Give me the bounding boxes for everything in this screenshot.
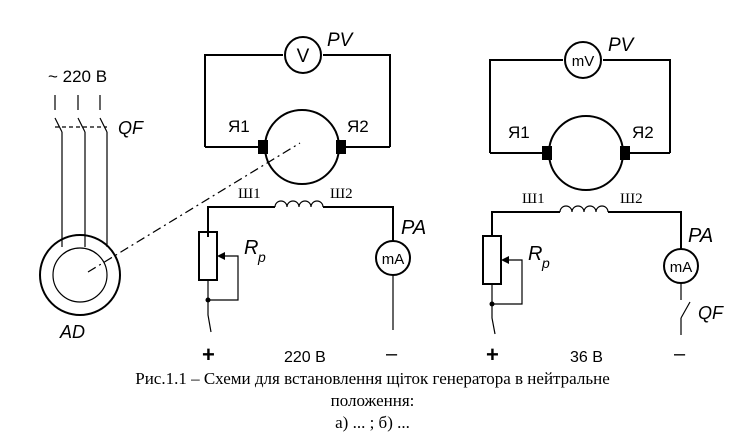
c1-terminal-sh1: Ш1 [238, 186, 261, 202]
c2-terminal-sh1: Ш1 [522, 191, 545, 207]
circuit-2: mV PV Я1 Я2 Ш1 Ш2 R p + mA PA QF – [482, 35, 724, 367]
c1-terminal-ya2: Я2 [347, 117, 369, 136]
figure-caption: Рис.1.1 – Схеми для встановлення щіток г… [0, 368, 745, 412]
c1-rheostat [198, 231, 218, 281]
induction-motor-group: ~ 220 В QF AD [39, 67, 301, 342]
c1-brush-left [258, 140, 268, 154]
shaft-coupling-line [87, 142, 301, 273]
c2-ammeter-symbol: mA [670, 259, 693, 276]
c1-voltmeter-label: PV [327, 30, 355, 51]
caption-line-2: положення: [330, 391, 415, 410]
c1-terminal-ya1: Я1 [228, 117, 250, 136]
c1-plus-wire [207, 300, 212, 333]
c1-field-winding [274, 200, 324, 208]
c2-rheostat-sub: p [541, 255, 550, 271]
c2-switch-label: QF [698, 303, 724, 323]
c2-minus: – [674, 343, 686, 365]
c1-rheostat-label: R [244, 237, 258, 259]
c1-brush-right [336, 140, 346, 154]
c2-voltmeter-wire-left [489, 59, 563, 153]
c2-millivoltmeter [564, 41, 602, 79]
c1-voltmeter-symbol: V [297, 46, 310, 67]
c1-field-wire-right [323, 206, 394, 241]
c1-ammeter-symbol: mA [382, 251, 405, 268]
circuit-1: V PV Я1 Я2 Ш1 Ш2 R p + mA PA – 220 В [198, 30, 426, 367]
c2-rheostat-arrow [501, 256, 509, 264]
c2-voltmeter-wire-right [603, 59, 671, 153]
c1-field-wire-left [207, 206, 275, 237]
motor-label: AD [59, 322, 85, 342]
motor-outer-circle [39, 234, 121, 316]
breaker-contact-3 [99, 117, 108, 133]
supply-label: ~ 220 В [48, 67, 107, 86]
c1-plus: + [202, 342, 215, 367]
c2-field-winding [559, 205, 609, 213]
c2-rheostat [482, 235, 502, 285]
c1-voltmeter-wire-right [323, 54, 391, 147]
c2-ammeter-label: PA [688, 225, 713, 247]
c1-voltmeter-wire-left [204, 54, 283, 147]
c1-minus: – [386, 343, 398, 365]
c2-terminal-sh2: Ш2 [620, 191, 643, 207]
c2-terminal-ya2: Я2 [632, 123, 654, 142]
c1-armature [264, 109, 340, 185]
c2-switch-blade [680, 301, 691, 319]
c2-brush-left [542, 146, 552, 160]
c1-terminal-sh2: Ш2 [330, 186, 353, 202]
c1-rheostat-arrow [217, 252, 225, 260]
motor-rotor-circle [52, 247, 108, 303]
c1-ammeter-label: PA [401, 217, 426, 239]
c2-plus: + [486, 342, 499, 367]
c2-voltmeter-symbol: mV [572, 53, 595, 70]
c1-rheostat-slider-wire [207, 255, 239, 301]
breaker-label: QF [118, 118, 144, 138]
c2-brush-right [620, 146, 630, 160]
breaker-contact-1 [54, 117, 63, 133]
c1-voltmeter [284, 36, 322, 74]
c2-field-wire-right [608, 211, 682, 249]
c1-voltage: 220 В [284, 349, 326, 366]
c2-voltmeter-label: PV [608, 35, 636, 56]
c1-rheostat-sub: p [257, 249, 266, 265]
c2-rheostat-label: R [528, 243, 542, 265]
c2-terminal-ya1: Я1 [508, 123, 530, 142]
c2-armature [548, 115, 624, 191]
c2-field-wire-left [491, 211, 560, 237]
caption-line-3: а) ... ; б) ... [335, 413, 410, 432]
caption-line-1: Рис.1.1 – Схеми для встановлення щіток г… [135, 369, 610, 388]
c2-voltage: 36 В [570, 349, 603, 366]
c2-plus-wire [491, 304, 496, 335]
c2-rheostat-slider-wire [491, 259, 523, 305]
breaker-contact-2 [77, 117, 86, 133]
